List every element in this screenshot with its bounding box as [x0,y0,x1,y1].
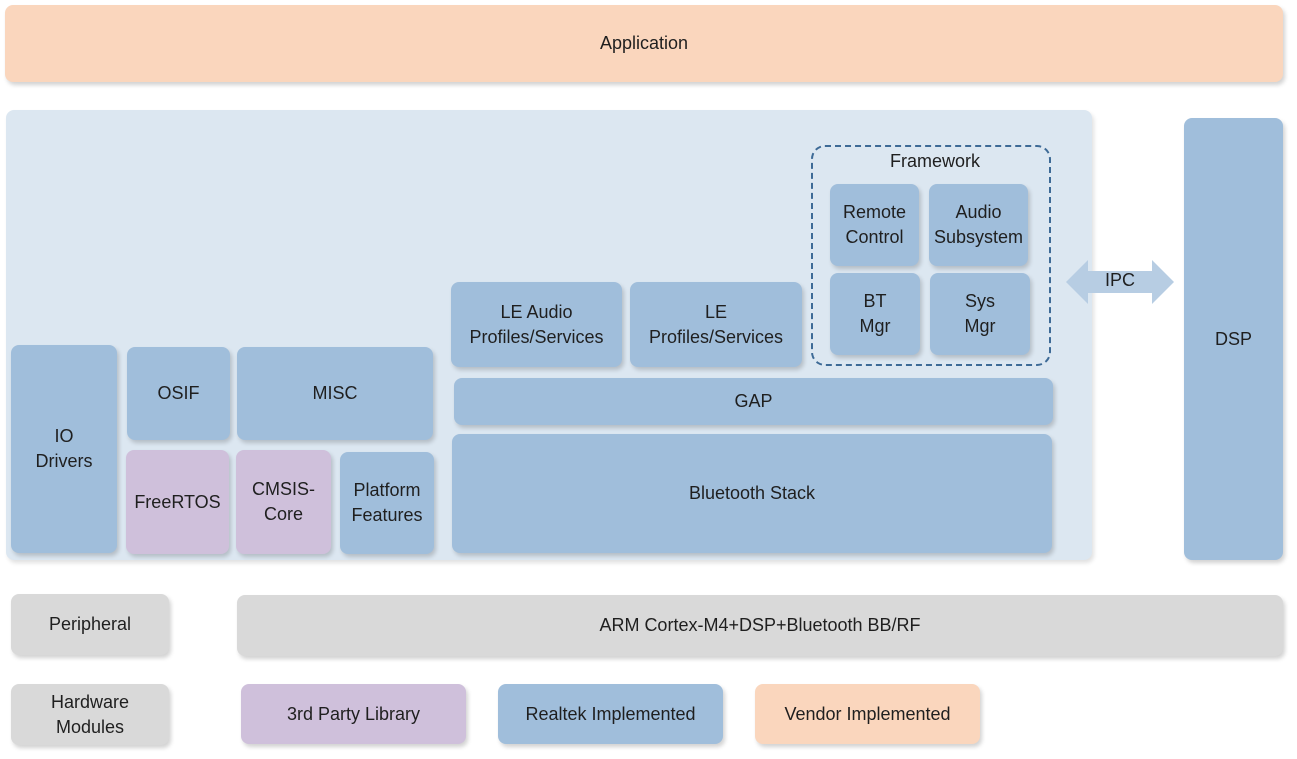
legend-hardware-modules-label: Hardware Modules [50,691,130,737]
gap-block: GAP [454,378,1053,425]
le-audio-profiles-block: LE Audio Profiles/Services [451,282,622,367]
platform-features-label: Platform Features [351,480,423,525]
le-audio-profiles-label: LE Audio Profiles/Services [469,301,604,347]
cmsis-core-label: CMSIS- Core [252,479,315,524]
application-layer: Application [5,5,1283,82]
cmsis-core-block: CMSIS- Core [236,450,331,554]
legend-vendor: Vendor Implemented [755,684,980,744]
gap-label: GAP [734,391,773,411]
audio-subsystem-label: Audio Subsystem [933,202,1024,247]
freertos-label: FreeRTOS [134,491,221,512]
ipc-label: IPC [1104,270,1135,290]
bt-mgr-label: BT Mgr [859,291,891,336]
audio-subsystem-block: Audio Subsystem [929,184,1028,266]
remote-control-label: Remote Control [842,202,907,247]
le-profiles-label: LE Profiles/Services [648,301,784,347]
legend-vendor-label: Vendor Implemented [784,703,951,724]
le-profiles-block: LE Profiles/Services [630,282,802,367]
ipc-arrow-icon [1066,260,1174,304]
arm-core-label: ARM Cortex-M4+DSP+Bluetooth BB/RF [599,615,921,635]
peripheral-block: Peripheral [11,594,169,655]
io-drivers-block: IO Drivers [11,345,117,553]
osif-block: OSIF [127,347,230,440]
legend-third-party-label: 3rd Party Library [286,703,421,724]
dsp-block: DSP [1184,118,1283,560]
osif-label: OSIF [157,383,200,403]
application-label: Application [599,33,689,53]
framework-title: Framework [889,151,980,171]
legend-realtek-label: Realtek Implemented [525,703,696,724]
sys-mgr-block: Sys Mgr [930,273,1030,355]
platform-features-block: Platform Features [340,452,434,554]
arm-core-block: ARM Cortex-M4+DSP+Bluetooth BB/RF [237,595,1283,656]
legend-hardware-modules: Hardware Modules [11,684,169,745]
bluetooth-stack-block: Bluetooth Stack [452,434,1052,553]
dsp-label: DSP [1214,328,1252,349]
legend-third-party: 3rd Party Library [241,684,466,744]
misc-label: MISC [312,383,358,403]
misc-block: MISC [237,347,433,440]
peripheral-label: Peripheral [48,614,132,634]
bt-mgr-block: BT Mgr [830,273,920,355]
bluetooth-stack-label: Bluetooth Stack [688,483,816,503]
remote-control-block: Remote Control [830,184,919,266]
framework-group [811,145,1051,366]
freertos-block: FreeRTOS [126,450,229,554]
legend-realtek: Realtek Implemented [498,684,723,744]
io-drivers-label: IO Drivers [35,426,93,471]
sys-mgr-label: Sys Mgr [964,291,996,336]
